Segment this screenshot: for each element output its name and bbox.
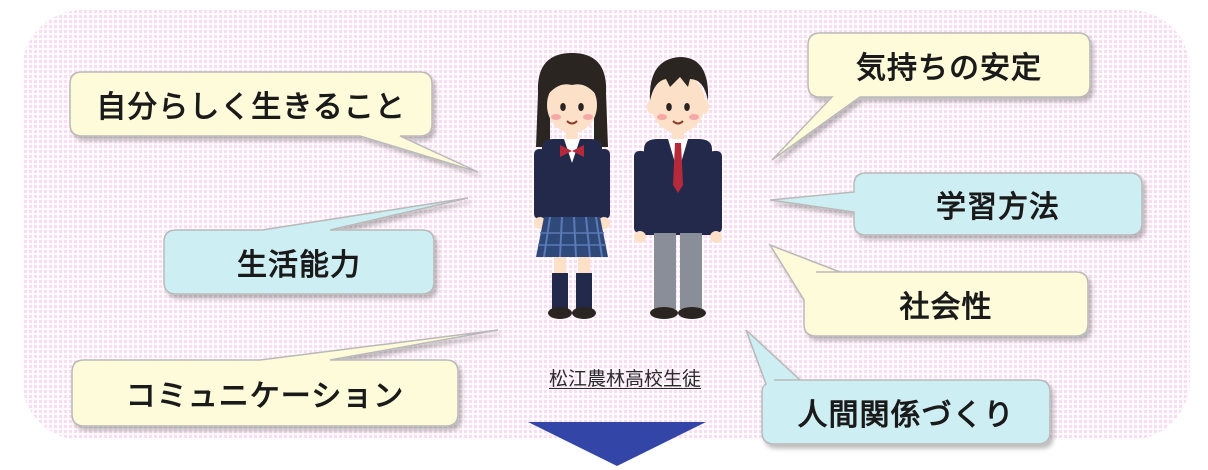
bubble-ningen: [745, 329, 1051, 445]
bubble-kimochi: [771, 32, 1091, 161]
boy-student-figure: [634, 57, 722, 319]
label-shakai: 社会性: [899, 290, 993, 325]
students-illustration: [534, 53, 722, 319]
label-kimochi: 気持ちの安定: [856, 51, 1042, 86]
bubble-komyunike: [71, 329, 499, 427]
bubble-seikatsu: [163, 197, 469, 295]
bubble-jibun: [69, 71, 479, 173]
bubble-shakai: [768, 243, 1089, 337]
label-komyunike: コミュニケーション: [125, 379, 405, 414]
bubble-gakushu: [769, 172, 1143, 236]
label-ningen: 人間関係づくり: [797, 398, 1015, 433]
center-caption: 松江農林高校生徒: [548, 368, 701, 390]
label-gakushu: 学習方法: [936, 190, 1060, 225]
label-seikatsu: 生活能力: [237, 248, 361, 283]
label-jibun: 自分らしく生きること: [96, 90, 406, 125]
girl-student-figure: [534, 53, 610, 319]
down-arrow: [528, 422, 706, 466]
